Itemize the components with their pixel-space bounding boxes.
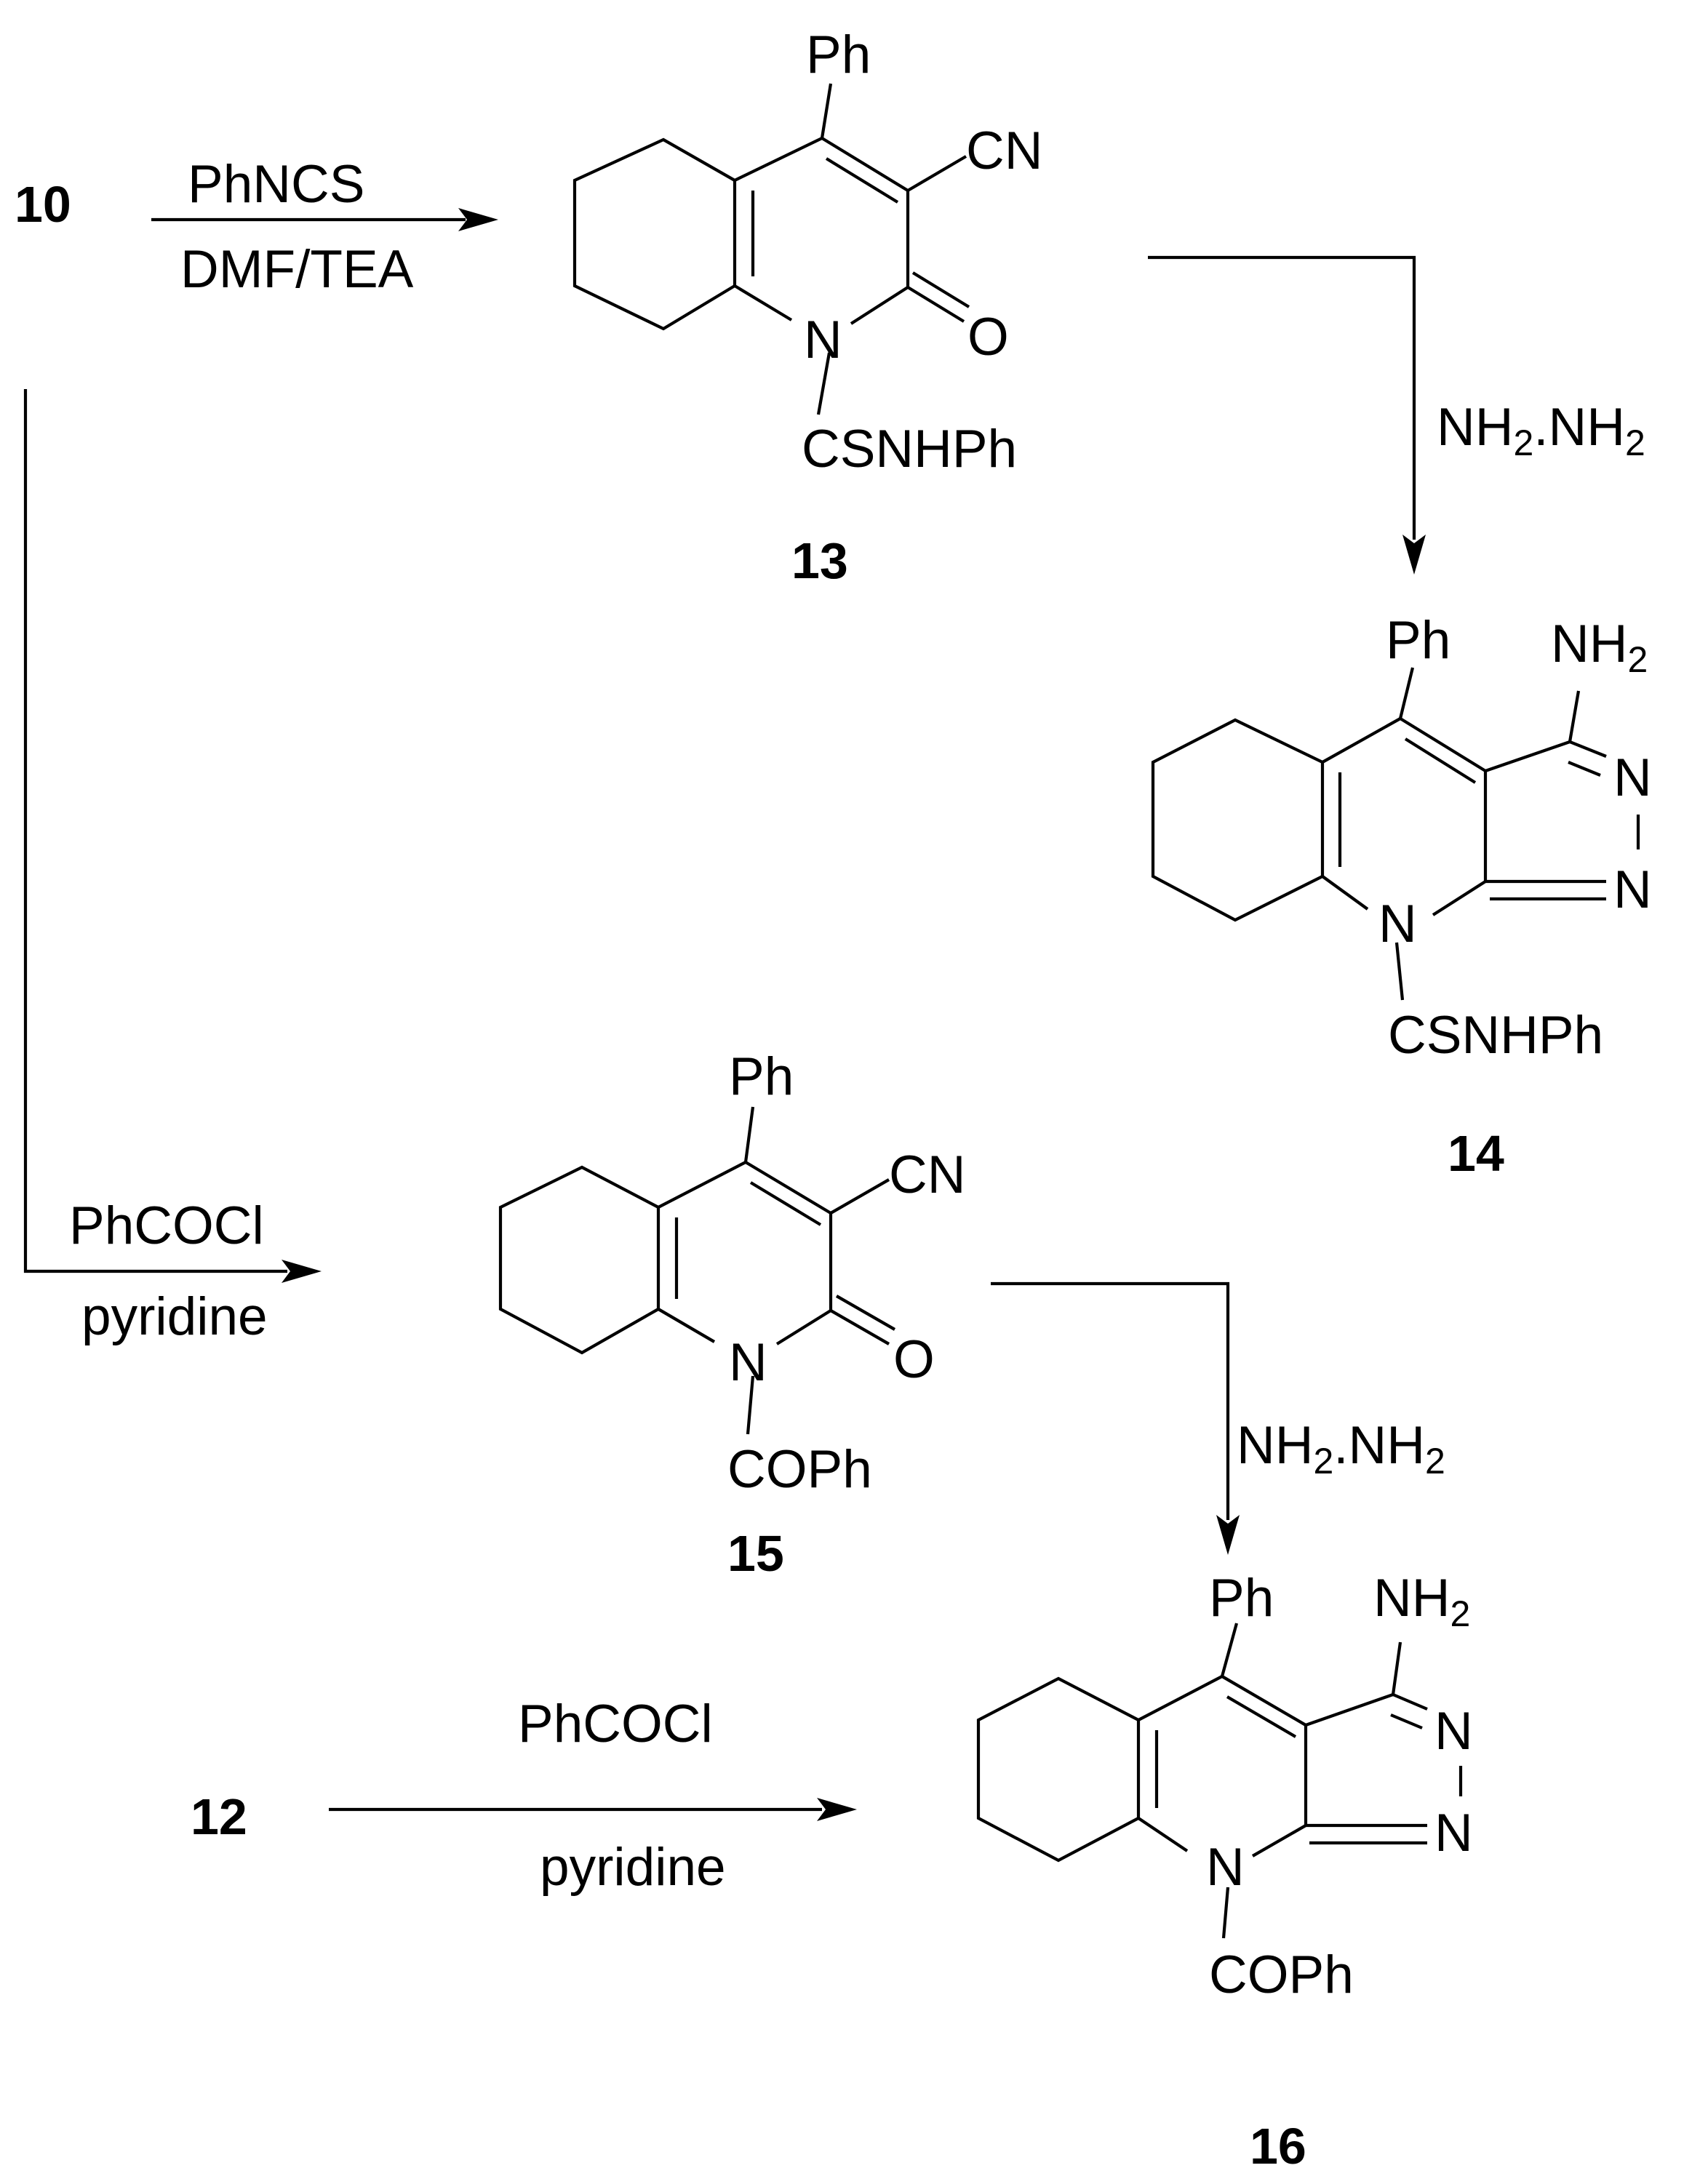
compound-13-n: N <box>804 311 842 369</box>
compound-14-csnhph: CSNHPh <box>1388 1006 1603 1065</box>
reagent-dmf-tea: DMF/TEA <box>180 240 414 299</box>
compound-14-label: 14 <box>1448 1125 1504 1182</box>
compound-14-nh2: NH2 <box>1551 615 1648 680</box>
compound-16-label: 16 <box>1250 2118 1306 2175</box>
reagent-phcocl-2: PhCOCl <box>518 1695 713 1753</box>
compound-16-n-bottom: N <box>1434 1804 1473 1863</box>
reagent-hydrazine-2: NH2.NH2 <box>1237 1416 1445 1481</box>
arrow-13-to-14 <box>1148 255 1426 575</box>
compound-13-label: 13 <box>791 532 848 589</box>
compound-15-ph: Ph <box>729 1047 794 1106</box>
compound-16-n-ring: N <box>1206 1838 1245 1897</box>
arrow-10-to-15 <box>23 389 322 1283</box>
reagent-pyridine-2: pyridine <box>540 1838 726 1897</box>
reagent-phncs: PhNCS <box>188 155 364 214</box>
compound-16-coph: COPh <box>1209 1945 1354 2004</box>
compound-13-csnhph: CSNHPh <box>802 420 1017 479</box>
arrow-15-to-16 <box>991 1281 1240 1555</box>
reagent-phcocl-1: PhCOCl <box>69 1196 264 1255</box>
reagent-hydrazine-1: NH2.NH2 <box>1437 398 1645 463</box>
compound-15-cn: CN <box>889 1145 965 1204</box>
compound-14-n-top: N <box>1613 748 1652 807</box>
compound-13-ph: Ph <box>806 25 871 84</box>
compound-16-n-top: N <box>1434 1702 1473 1761</box>
compound-15-coph: COPh <box>727 1440 872 1499</box>
compound-14-structure <box>1151 667 1640 1001</box>
compound-15-n: N <box>729 1333 767 1392</box>
compound-10-label: 10 <box>15 176 71 233</box>
arrow-10-to-13 <box>151 208 498 231</box>
compound-13-cn: CN <box>966 121 1042 180</box>
compound-13-structure <box>572 83 970 415</box>
compound-15-structure <box>498 1106 896 1435</box>
compound-14-n-bottom: N <box>1613 860 1652 919</box>
reagent-pyridine-1: pyridine <box>81 1287 268 1346</box>
compound-14-ph: Ph <box>1386 611 1450 670</box>
compound-12-label: 12 <box>191 1788 247 1845</box>
compound-15-o: O <box>893 1330 935 1389</box>
compound-16-ph: Ph <box>1209 1569 1274 1628</box>
compound-15-label: 15 <box>727 1525 784 1582</box>
compound-16-nh2: NH2 <box>1373 1569 1470 1634</box>
arrow-12-to-16 <box>329 1798 857 1821</box>
compound-13-o: O <box>967 308 1009 367</box>
compound-16-structure <box>976 1623 1463 1939</box>
compound-14-n-ring: N <box>1378 895 1417 953</box>
